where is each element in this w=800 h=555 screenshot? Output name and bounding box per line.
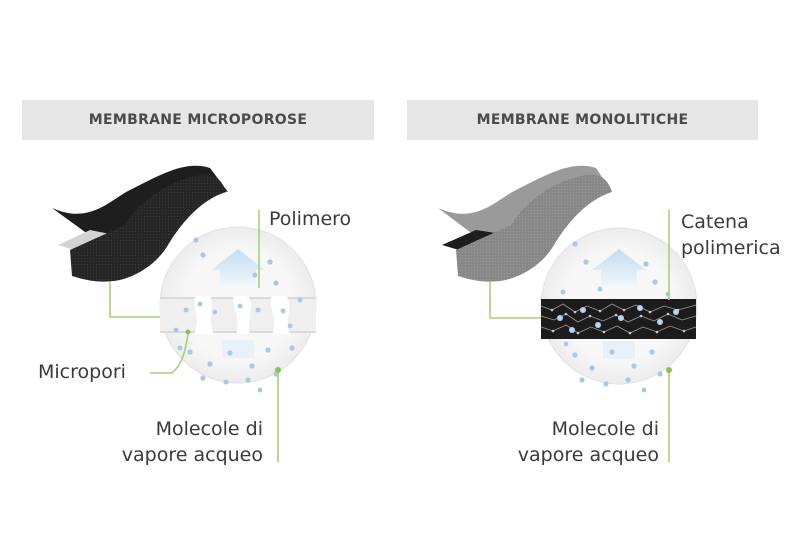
vapor-flow-arrow <box>211 249 265 285</box>
microporous-panel <box>52 165 317 462</box>
vapor-molecules <box>173 237 303 393</box>
monolithic-panel <box>438 165 698 462</box>
monolithic-fabric-stack <box>438 165 612 282</box>
label-chain-line2: polimerica <box>681 237 781 259</box>
label-vapor-right-line1: Molecole di <box>551 418 659 440</box>
label-micropores: Micropori <box>38 361 126 383</box>
vapor-flow-arrow-base <box>603 341 635 359</box>
label-polymer: Polimero <box>269 208 352 230</box>
monolithic-leader-lines <box>489 210 670 462</box>
vapor-marker <box>666 367 672 373</box>
header-monolithic-title: MEMBRANE MONOLITICHE <box>476 112 689 128</box>
vapor-marker <box>275 367 281 373</box>
vapor-flow-arrow-base <box>222 340 254 358</box>
micropore <box>270 296 290 334</box>
vapor-flow-arrow <box>592 249 646 285</box>
vapor-molecules <box>560 241 671 393</box>
header-microporous: MEMBRANE MICROPOROSE <box>22 100 374 140</box>
label-chain-line1: Catena <box>681 211 749 233</box>
monolithic-membrane-band <box>540 299 697 339</box>
microporous-membrane-band <box>160 296 316 334</box>
label-vapor-left-line2: vapore acqueo <box>121 444 263 466</box>
fabric-front-layer <box>456 174 612 282</box>
label-vapor-right-line2: vapore acqueo <box>517 444 659 466</box>
fabric-front-layer <box>70 174 226 282</box>
microporous-leader-lines <box>109 210 279 462</box>
microporous-fabric-stack <box>52 165 228 282</box>
label-vapor-left-line1: Molecole di <box>155 418 263 440</box>
pore-marker <box>185 329 191 335</box>
header-monolithic: MEMBRANE MONOLITICHE <box>407 100 758 140</box>
header-microporous-title: MEMBRANE MICROPOROSE <box>88 112 308 128</box>
